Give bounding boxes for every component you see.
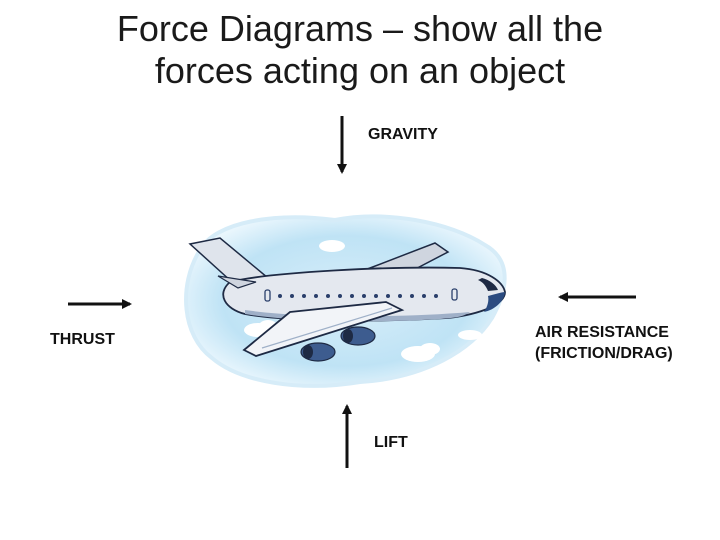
page-title: Force Diagrams – show all the forces act… [0, 8, 720, 92]
title-line-2: forces acting on an object [154, 50, 566, 91]
air-resistance-label-line-1: AIR RESISTANCE [535, 324, 669, 341]
airplane-icon [184, 214, 507, 388]
lift-label: LIFT [374, 434, 408, 451]
thrust-label: THRUST [50, 331, 115, 348]
title-line-1: Force Diagrams – show all the [116, 8, 604, 49]
gravity-label: GRAVITY [368, 126, 438, 143]
air-resistance-label-line-2: (FRICTION/DRAG) [535, 345, 673, 362]
air-resistance-label: AIR RESISTANCE (FRICTION/DRAG) [535, 322, 673, 364]
